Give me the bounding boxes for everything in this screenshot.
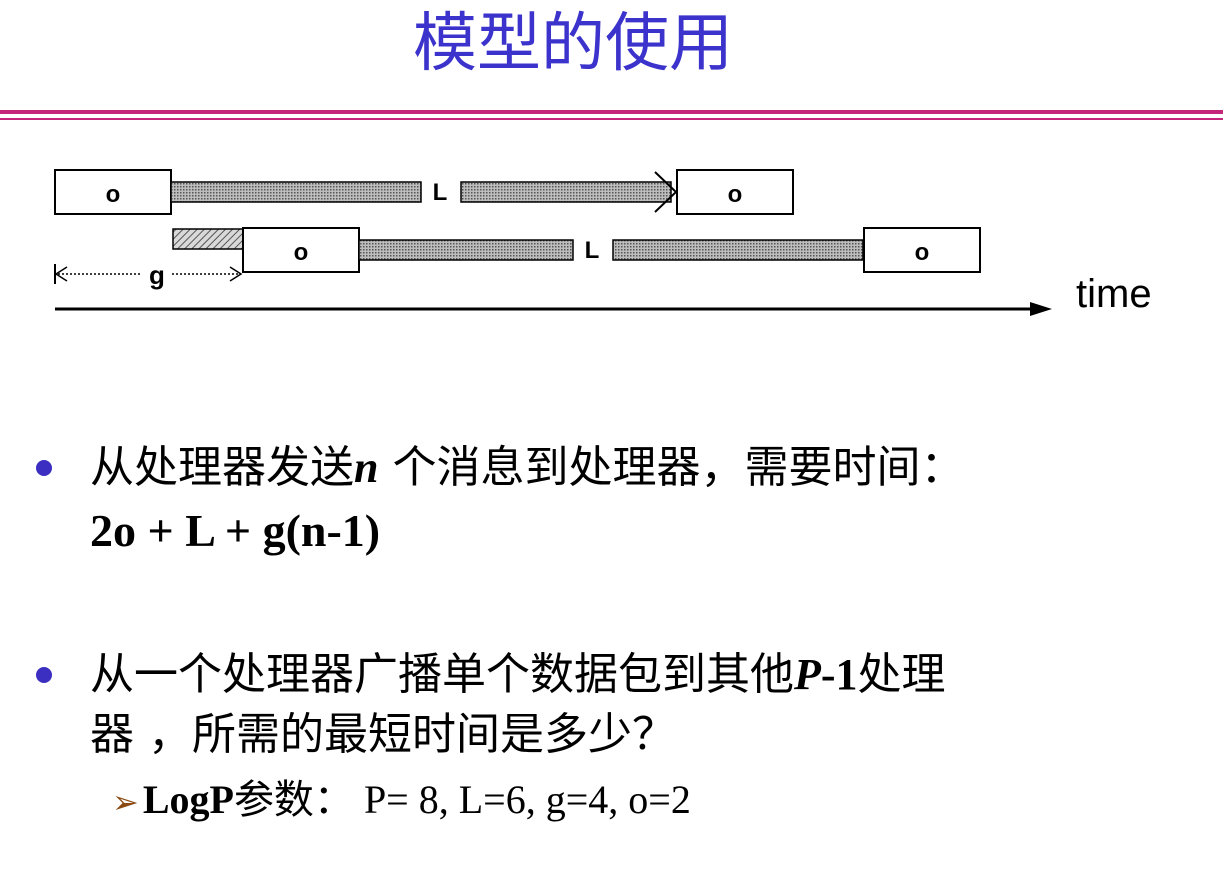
row1-latency-label: L <box>433 179 448 206</box>
row2-overhead-start-label: o <box>294 239 309 266</box>
bullet-2-minus-one: -1 <box>820 650 858 699</box>
bullet-1-formula: 2o + L + g(n-1) <box>90 505 381 556</box>
title-rule-bottom <box>0 118 1223 120</box>
bullet-2-line-1: 从一个处理器广播单个数据包到其他P-1处理 <box>90 647 946 703</box>
logp-label: LogP <box>142 777 234 822</box>
logp-label-suffix: 参数： <box>233 777 354 823</box>
row1-latency-bar-left <box>170 181 422 203</box>
row2-latency-bar-left <box>358 239 574 261</box>
logp-params: P= 8, L=6, g=4, o=2 <box>363 777 691 822</box>
row2-overhead-start-box <box>242 227 360 273</box>
slide-title: 模型的使用 <box>413 7 733 81</box>
row2-latency-bar-right <box>612 239 864 261</box>
row2-gap-block <box>172 228 244 250</box>
title-rule-top <box>0 110 1223 114</box>
bullet-2-suffix: 处理 <box>857 649 946 700</box>
row1-overhead-end-box <box>676 169 794 215</box>
sub-bullet-arrow-icon: ➢ <box>112 784 139 820</box>
row2-latency-label: L <box>585 237 600 264</box>
sub-bullet-logp-params: ➢LogP参数： P= 8, L=6, g=4, o=2 <box>112 772 691 830</box>
row1-latency-bar-right <box>460 181 672 203</box>
time-label: time <box>1076 272 1152 316</box>
bullet-1-suffix: 个消息到处理器，需要时间： <box>378 442 965 493</box>
bullet-2-var: P <box>794 650 821 699</box>
row2-overhead-end-box <box>863 227 981 273</box>
bullet-1-prefix: 从处理器发送 <box>90 442 354 493</box>
row1-overhead-start-label: o <box>106 181 121 208</box>
time-axis-arrowhead <box>1030 302 1052 316</box>
bullet-1-text: 从处理器发送n 个消息到处理器，需要时间： <box>90 440 964 496</box>
row1-overhead-end-label: o <box>728 181 743 208</box>
gap-label: g <box>149 260 165 290</box>
row2-overhead-end-label: o <box>915 239 930 266</box>
bullet-2-line-2: 器 ，所需的最短时间是多少？ <box>90 709 676 760</box>
gap-arrow-left-head <box>54 266 68 282</box>
logp-timing-diagram: o L o o L o g time <box>54 169 1152 316</box>
bullet-1-var: n <box>354 443 379 492</box>
bullet-dot-2 <box>36 667 52 683</box>
gap-arrow-right-head <box>229 266 243 282</box>
bullet-dot-1 <box>36 460 52 476</box>
bullet-2-prefix: 从一个处理器广播单个数据包到其他 <box>90 649 794 700</box>
row1-overhead-start-box <box>54 169 172 215</box>
